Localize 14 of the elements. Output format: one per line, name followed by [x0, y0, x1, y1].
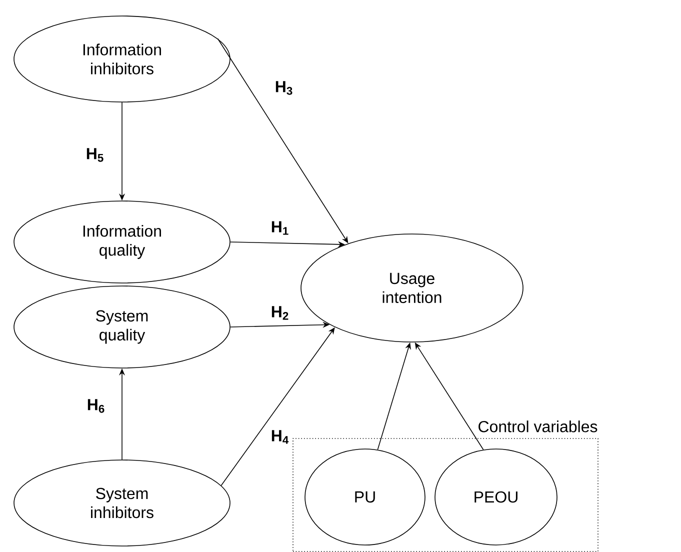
edge-label: H$_{2}$: [272, 306, 288, 320]
ellipse-node: PEOU: [434, 448, 558, 546]
ellipse-node: System quality: [14, 286, 230, 368]
edge-label: H$_{4}$: [272, 430, 289, 444]
ellipse-node: Information inhibitors: [14, 16, 230, 102]
ellipse-node: Information quality: [14, 200, 230, 284]
edge-label: H$_{1}$: [272, 221, 288, 235]
node-label: Control variables: [478, 420, 598, 432]
edge-label: H$_{6}$: [88, 399, 104, 413]
ellipse-node: System inhibitors: [14, 460, 230, 546]
ellipse-node: Usage intention: [300, 234, 524, 342]
edge-label: H$_{5}$: [86, 148, 104, 162]
ellipse-node: PU: [304, 448, 426, 546]
edge-label: H$_{3}$: [276, 81, 292, 95]
